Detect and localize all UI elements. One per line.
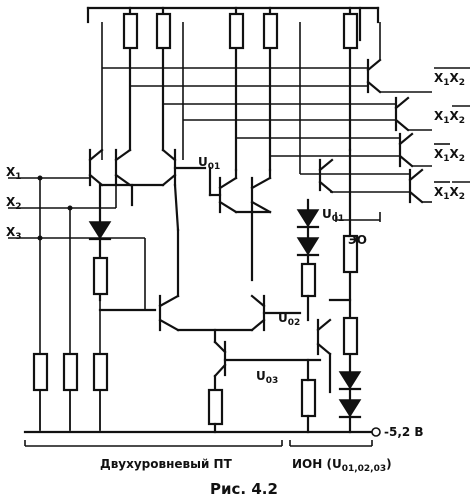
resistor-x1-pulldown	[32, 352, 49, 392]
svg-text:X1X2: X1X2	[434, 71, 465, 88]
node-label-u01-right: U01	[322, 207, 344, 224]
node-label-u03: U03	[256, 369, 278, 386]
svg-text:X1X2: X1X2	[434, 109, 465, 126]
resistor-r3	[228, 12, 245, 50]
svg-text:X1X2: X1X2	[434, 147, 465, 164]
input-label-x2: X2	[6, 195, 22, 212]
resistor-r5	[342, 12, 359, 50]
label-eo: ЭО	[348, 233, 367, 247]
resistor-ion-1	[300, 262, 317, 298]
output-bus-lines	[101, 22, 410, 193]
resistor-r1	[122, 12, 139, 50]
resistor-shift-x3	[92, 256, 109, 296]
resistor-x3-pulldown	[92, 352, 109, 392]
input-lines	[8, 172, 146, 430]
node-label-u02: U02	[278, 311, 300, 328]
output-labels: X1X2 X1X2 X1X2 X1X2	[434, 67, 470, 202]
upper-diff-pair	[208, 166, 272, 282]
input-transistor-pair	[88, 148, 207, 207]
node-labels: U01 U01 U02 U03	[198, 155, 344, 386]
block-labels: ЭО Двухуровневый ПТ ИОН (U01,02,03) -5,2…	[100, 233, 424, 474]
input-label-x1: X1	[6, 165, 22, 182]
input-label-x3: X3	[6, 225, 22, 242]
bottom-supply-rail	[23, 390, 381, 447]
resistor-ion-4	[342, 316, 359, 356]
top-supply-rail	[86, 6, 380, 42]
figure-caption: Рис. 4.2	[210, 480, 278, 498]
output-label-3: X1X2	[434, 143, 465, 164]
resistor-ion-3	[342, 234, 359, 274]
collector-resistors	[122, 6, 359, 172]
resistor-current-source	[207, 388, 224, 426]
lower-diff-pair	[158, 183, 302, 344]
output-label-2: X1X2	[434, 105, 470, 126]
input-pulldown-resistors	[32, 352, 109, 392]
node-label-u01: U01	[198, 155, 220, 172]
current-source	[207, 340, 322, 434]
resistor-r2	[155, 12, 172, 50]
label-supply: -5,2 В	[384, 425, 424, 439]
svg-text:X1X2: X1X2	[434, 185, 465, 202]
resistor-x2-pulldown	[62, 352, 79, 392]
reference-source	[296, 148, 362, 434]
level-shift-x3	[88, 183, 157, 312]
label-ion: ИОН (U01,02,03)	[292, 457, 392, 474]
output-emitter-followers	[335, 22, 432, 222]
supply-terminal	[371, 427, 381, 437]
resistor-r4	[262, 12, 279, 50]
resistor-ion-2	[300, 378, 317, 418]
output-label-1: X1X2	[434, 67, 470, 88]
input-labels: X1 X2 X3	[6, 165, 22, 242]
label-gate: Двухуровневый ПТ	[100, 457, 233, 471]
output-label-4: X1X2	[434, 181, 470, 202]
